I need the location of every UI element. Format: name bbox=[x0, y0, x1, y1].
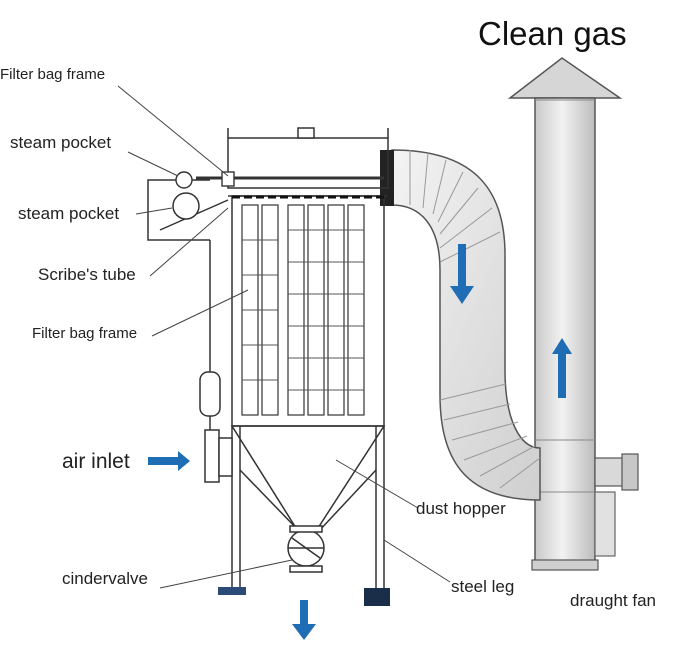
label-cindervalve: cindervalve bbox=[62, 569, 148, 588]
right-foot bbox=[364, 588, 390, 606]
label-steel-leg: steel leg bbox=[451, 577, 515, 596]
label-filter-bag-frame-mid: Filter bag frame bbox=[32, 325, 138, 342]
arrow-down-icon bbox=[450, 244, 474, 304]
leader-lines bbox=[117, 85, 451, 589]
arrow-up-icon bbox=[552, 338, 572, 398]
label-steam-pocket-1: steam pocket bbox=[10, 133, 112, 152]
draught-fan bbox=[594, 453, 639, 557]
flow-arrows bbox=[148, 244, 572, 640]
steam-pocket-valve bbox=[175, 171, 235, 189]
label-steam-pocket-2: steam pocket bbox=[18, 204, 120, 223]
cindervalve-body bbox=[287, 525, 325, 573]
label-draught-fan: draught fan bbox=[570, 591, 657, 610]
arrow-right-icon bbox=[148, 451, 190, 471]
inspection-door bbox=[199, 371, 221, 417]
label-air-inlet: air inlet bbox=[62, 450, 130, 473]
exhaust-stack bbox=[507, 57, 623, 571]
label-dust-hopper: dust hopper bbox=[416, 499, 506, 518]
steam-pocket-tank bbox=[172, 192, 200, 220]
filter-bag-rings bbox=[242, 229, 364, 391]
label-scribes-tube: Scribe's tube bbox=[38, 265, 136, 284]
exhaust-duct bbox=[380, 149, 541, 501]
left-foot bbox=[218, 587, 246, 595]
arrow-down-icon bbox=[292, 600, 316, 640]
label-filter-bag-frame-top: Filter bag frame bbox=[0, 66, 106, 83]
air-inlet-box bbox=[204, 429, 233, 483]
label-clean-gas: Clean gas bbox=[478, 15, 627, 52]
